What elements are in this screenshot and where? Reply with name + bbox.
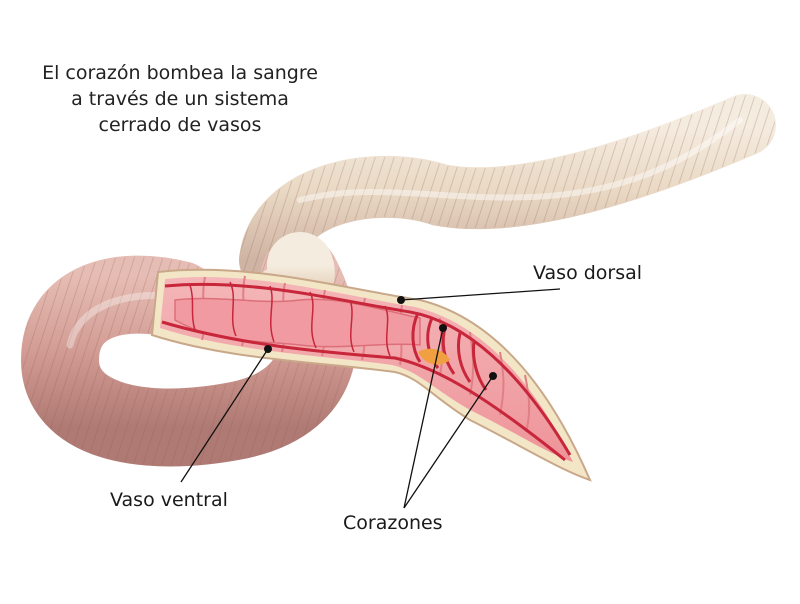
leader-lines [180, 288, 561, 509]
hearts-leader-line-1 [403, 327, 444, 509]
dorsal-vessel-marker [397, 296, 405, 304]
heart-marker-2 [489, 372, 497, 380]
hearts-label: Corazones [343, 512, 443, 534]
ventral-vessel-label: Vaso ventral [110, 489, 228, 511]
ventral-leader-line [180, 348, 269, 483]
caption-line: El corazón bombea la sangre [42, 62, 318, 84]
ventral-vessel-marker [264, 345, 272, 353]
diagram-caption: El corazón bombea la sangre a través de … [10, 60, 350, 138]
worm-tail [239, 94, 776, 291]
heart-marker-1 [439, 324, 447, 332]
cutaway-section [150, 268, 592, 482]
leader-dots [264, 296, 497, 380]
hearts-leader-line-2 [403, 375, 494, 509]
caption-line: a través de un sistema [71, 88, 289, 110]
dorsal-vessel-label: Vaso dorsal [533, 262, 643, 284]
caption-line: cerrado de vasos [98, 114, 262, 136]
dorsal-leader-line [400, 288, 561, 301]
